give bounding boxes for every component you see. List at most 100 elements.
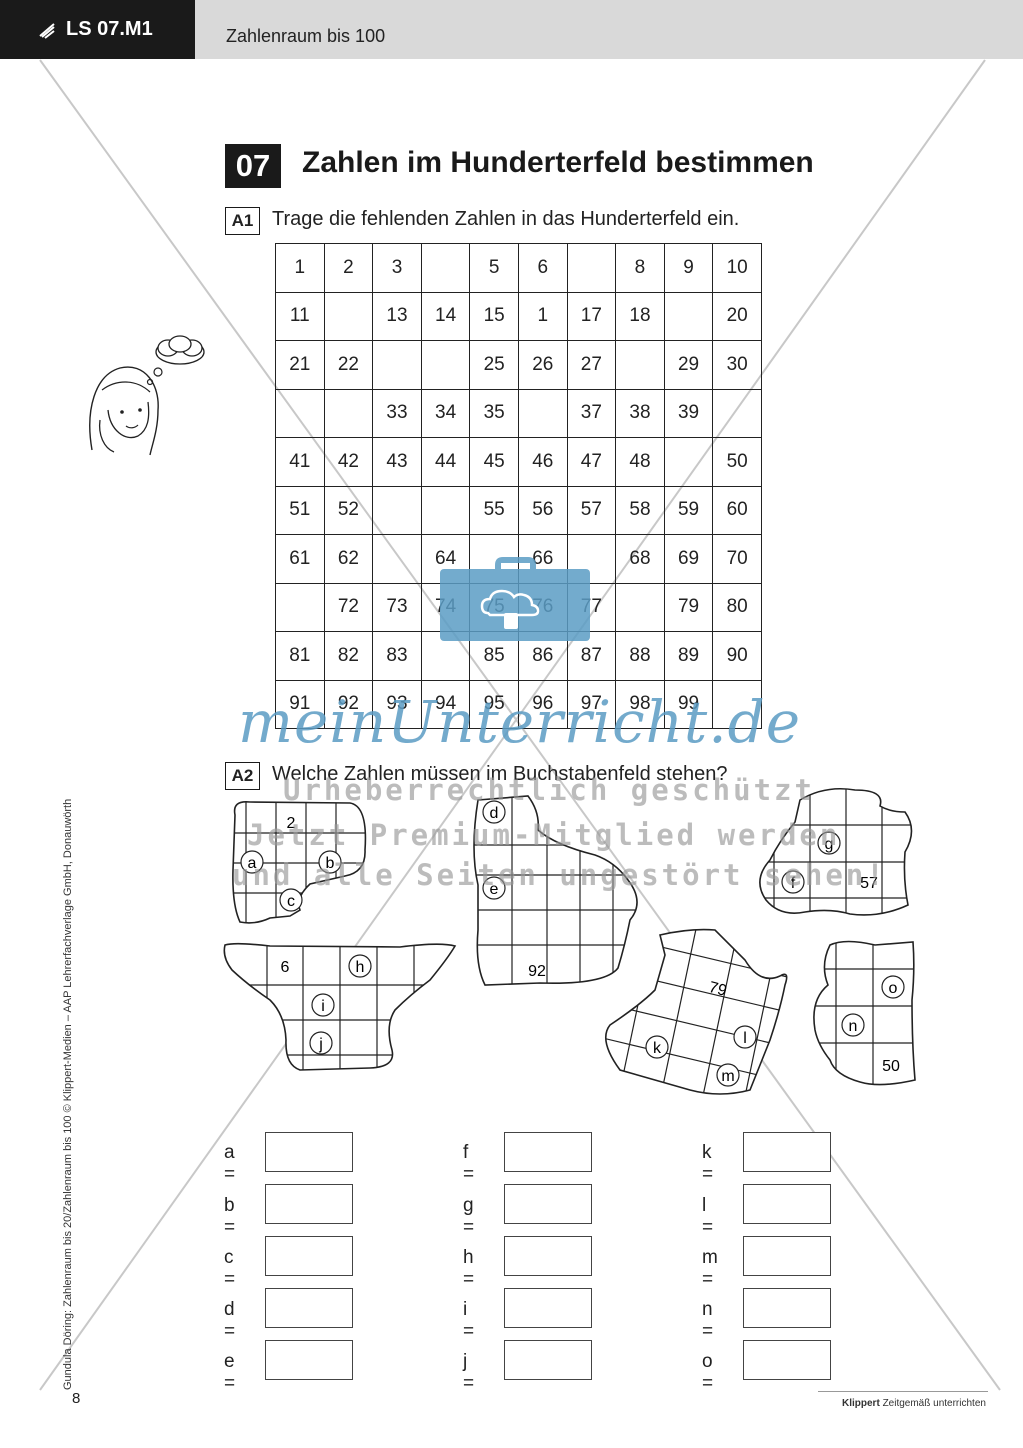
piece1-letter-b: b	[326, 855, 335, 872]
task2-label: A2	[225, 762, 260, 790]
grid-cell: 26	[517, 340, 568, 390]
puzzle-piece-6: o n 50	[813, 940, 916, 1086]
header-title: Zahlenraum bis 100	[226, 26, 386, 46]
grid-cell: 34	[420, 388, 471, 438]
answer-box-e[interactable]	[265, 1340, 353, 1380]
footer-brand: Klippert Zeitgemäß unterrichten	[842, 1398, 986, 1409]
answer-label-d: d =	[224, 1299, 236, 1342]
grid-cell: 20	[712, 291, 762, 341]
grid-cell: 96	[517, 679, 568, 729]
answer-label-a: a =	[224, 1142, 236, 1185]
piece4-letter-j: j	[318, 1036, 323, 1053]
grid-cell-empty[interactable]	[275, 582, 325, 632]
piece4-letter-h: h	[356, 959, 365, 976]
grid-cell: 14	[420, 291, 471, 341]
piece2-letter-d: d	[490, 805, 499, 822]
grid-cell: 89	[663, 631, 714, 681]
answer-box-i[interactable]	[504, 1288, 592, 1328]
grid-cell: 58	[615, 485, 665, 535]
grid-cell: 69	[663, 534, 714, 584]
grid-cell: 83	[372, 631, 422, 681]
lesson-code: LS 07.M1	[66, 18, 153, 40]
piece6-letter-o: o	[889, 980, 898, 997]
answer-box-h[interactable]	[504, 1236, 592, 1276]
grid-cell: 39	[663, 388, 714, 438]
footer-slogan: Zeitgemäß unterrichten	[882, 1398, 986, 1409]
grid-cell: 47	[566, 437, 617, 487]
side-credit: Gundula Döring: Zahlenraum bis 20/Zahlen…	[62, 798, 74, 1390]
piece6-letter-n: n	[849, 1018, 858, 1035]
grid-cell: 94	[420, 679, 471, 729]
grid-cell-empty[interactable]	[372, 485, 422, 535]
answer-label-b: b =	[224, 1195, 236, 1238]
answer-box-l[interactable]	[743, 1184, 831, 1224]
puzzle-piece-4: 6 h i j	[223, 942, 457, 1071]
answer-label-n: n =	[702, 1299, 714, 1342]
watermark-brand: meinUnterricht.de	[238, 688, 802, 756]
grid-cell: 73	[372, 582, 422, 632]
grid-cell: 60	[712, 485, 762, 535]
grid-cell: 48	[615, 437, 665, 487]
grid-cell: 18	[615, 291, 665, 341]
answer-box-j[interactable]	[504, 1340, 592, 1380]
answer-box-k[interactable]	[743, 1132, 831, 1172]
answer-label-o: o =	[702, 1351, 714, 1394]
answer-box-m[interactable]	[743, 1236, 831, 1276]
piece5-number: 79	[707, 979, 729, 1000]
grid-cell-empty[interactable]	[712, 388, 762, 438]
grid-cell-empty[interactable]	[615, 582, 665, 632]
answer-label-f: f =	[463, 1142, 475, 1185]
piece3-number: 57	[860, 875, 878, 892]
answer-box-f[interactable]	[504, 1132, 592, 1172]
piece5-letter-l: l	[743, 1030, 747, 1047]
grid-cell-empty[interactable]	[420, 243, 471, 293]
answer-box-b[interactable]	[265, 1184, 353, 1224]
grid-cell: 35	[469, 388, 519, 438]
piece5-letter-k: k	[653, 1040, 662, 1057]
piece2-number: 92	[528, 963, 546, 980]
grid-cell: 43	[372, 437, 422, 487]
piece1-number: 2	[287, 815, 296, 832]
piece3-letter-f: f	[791, 875, 796, 892]
grid-cell: 30	[712, 340, 762, 390]
grid-cell: 97	[566, 679, 617, 729]
grid-cell: 33	[372, 388, 422, 438]
answer-box-g[interactable]	[504, 1184, 592, 1224]
grid-cell: 62	[323, 534, 374, 584]
answer-box-o[interactable]	[743, 1340, 831, 1380]
answer-box-a[interactable]	[265, 1132, 353, 1172]
answer-label-h: h =	[463, 1247, 475, 1290]
footer-rule	[818, 1391, 988, 1392]
answer-box-n[interactable]	[743, 1288, 831, 1328]
answer-label-k: k =	[702, 1142, 714, 1185]
grid-cell-empty[interactable]	[420, 485, 471, 535]
grid-cell: 44	[420, 437, 471, 487]
footer-brand-name: Klippert	[842, 1398, 880, 1409]
grid-cell: 90	[712, 631, 762, 681]
piece2-letter-e: e	[490, 881, 499, 898]
grid-cell: 13	[372, 291, 422, 341]
grid-cell: 56	[517, 485, 568, 535]
answer-box-d[interactable]	[265, 1288, 353, 1328]
grid-cell: 25	[469, 340, 519, 390]
piece1-letter-c: c	[287, 893, 295, 910]
grid-cell: 27	[566, 340, 617, 390]
answer-label-i: i =	[463, 1299, 475, 1342]
answer-box-c[interactable]	[265, 1236, 353, 1276]
grid-cell-empty[interactable]	[712, 679, 762, 729]
lesson-tag: LS 07.M1	[0, 0, 195, 59]
grid-cell: 98	[615, 679, 665, 729]
grid-cell: 9	[663, 243, 714, 293]
grid-cell-empty[interactable]	[615, 340, 665, 390]
task2-text: Welche Zahlen müssen im Buchstabenfeld s…	[272, 763, 728, 785]
grid-cell-empty[interactable]	[323, 291, 374, 341]
klippert-logo-icon	[39, 22, 55, 39]
answer-label-j: j =	[463, 1351, 475, 1394]
grid-cell: 50	[712, 437, 762, 487]
